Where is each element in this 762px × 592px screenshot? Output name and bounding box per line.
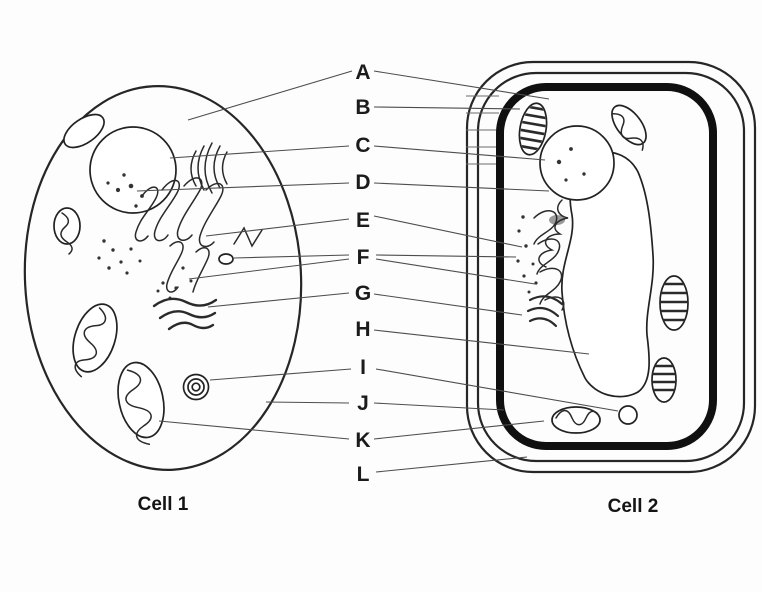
label-e: E	[356, 209, 370, 232]
cell1-vesicle	[218, 253, 234, 265]
cell1-smooth-er-stack	[190, 142, 228, 194]
leader-line-l-right	[375, 456, 528, 473]
cell-1-animal-cell	[23, 85, 303, 471]
leader-lines	[136, 70, 619, 473]
cell2-mitochondrion-top	[611, 104, 647, 151]
cell2-cell-wall-outer	[465, 60, 757, 474]
leader-line-e-right	[373, 215, 523, 248]
leader-line-g-left	[207, 292, 350, 308]
cell1-mitochondrion-2	[117, 361, 165, 445]
cell-2-plant-cell	[465, 60, 757, 474]
cell2-wall-rungs	[466, 95, 499, 165]
leader-line-i-left	[209, 368, 352, 381]
cell1-nucleolus-dots	[106, 173, 144, 208]
cell2-endoplasmic-reticulum	[516, 199, 569, 311]
cell1-golgi-apparatus	[152, 297, 218, 331]
leader-line-g-right	[373, 293, 523, 316]
cell2-vesicle	[618, 405, 638, 425]
leader-line-b-right	[373, 106, 521, 110]
cell2-nucleus	[539, 125, 615, 201]
caption-cell-2: Cell 2	[608, 496, 659, 517]
cell2-cell-wall-inner	[476, 71, 746, 463]
label-j: J	[357, 392, 369, 415]
cell2-nucleolus-dots	[556, 147, 586, 182]
leader-line-k-right	[373, 420, 545, 440]
cell2-golgi-apparatus	[526, 295, 564, 328]
cell1-mitochondrion-1	[72, 303, 118, 378]
label-c: C	[355, 134, 370, 157]
cell2-mitochondrion-right-2	[651, 357, 677, 403]
cell1-small-stippled-organelle	[63, 113, 105, 149]
label-column: A B C D E F G H I J K L	[355, 61, 371, 486]
label-g: G	[355, 282, 371, 305]
cell2-mitochondrion-right-1	[659, 275, 689, 331]
leader-line-j-left	[265, 401, 350, 404]
leader-line-i-right	[375, 368, 619, 412]
leader-line-d-left	[136, 182, 350, 192]
cell2-mitochondrion-bottom	[551, 406, 601, 434]
cell1-ribosome-dots	[97, 239, 142, 275]
label-i: I	[360, 356, 366, 379]
label-a: A	[355, 61, 370, 84]
leader-line-f-right-1	[375, 254, 517, 258]
label-f: F	[357, 246, 370, 269]
leader-line-f-right-2	[375, 258, 536, 285]
leader-line-k-left	[158, 420, 350, 440]
leader-line-c-right	[373, 145, 546, 161]
leader-line-h-right	[373, 329, 590, 355]
label-b: B	[355, 96, 370, 119]
cell1-small-membranous-organelle	[53, 207, 81, 255]
cell2-cell-membrane	[496, 83, 717, 450]
leader-line-d-right	[373, 182, 550, 192]
label-l: L	[357, 463, 370, 486]
cell1-lysosome	[182, 373, 210, 401]
label-k: K	[355, 429, 370, 452]
caption-cell-1: Cell 1	[138, 494, 189, 515]
leader-line-e-left	[205, 218, 350, 237]
cell2-central-vacuole	[561, 151, 655, 398]
leader-line-f-left-1	[233, 254, 350, 259]
leader-line-j-right	[373, 402, 505, 411]
label-d: D	[355, 171, 370, 194]
label-h: H	[355, 318, 370, 341]
cell1-nucleus	[89, 126, 177, 214]
leader-line-a-right	[373, 70, 550, 100]
leader-line-f-left-2	[188, 258, 350, 280]
cell1-rough-er	[134, 177, 263, 300]
leader-line-c-left	[169, 145, 350, 159]
cell1-membrane	[23, 85, 303, 471]
leader-line-a-left	[187, 70, 353, 121]
